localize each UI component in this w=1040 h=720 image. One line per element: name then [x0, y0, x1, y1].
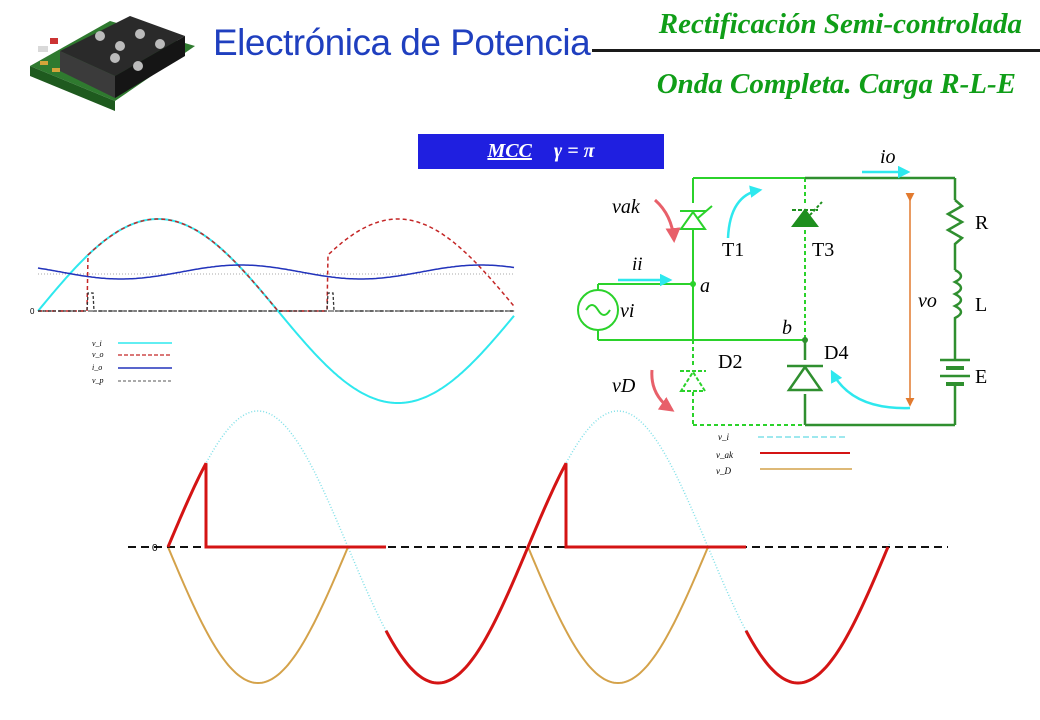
thyristor-t3 [791, 201, 823, 227]
igbt-module-logo [30, 16, 195, 111]
mode-label: MCC [487, 140, 532, 162]
ac-source [577, 289, 619, 331]
vd-label: vD [612, 375, 636, 397]
sine-icon [585, 304, 611, 316]
diode-d4 [786, 364, 824, 392]
title-divider [592, 49, 1040, 52]
mode-formula: γ = π [553, 140, 595, 162]
legend-vi: v_i [92, 339, 102, 348]
inductor-l [952, 268, 963, 348]
node-a-label: a [700, 275, 710, 297]
legend2-vd: v_D [716, 466, 731, 476]
legend-io: i_o [92, 363, 102, 372]
bottom-legend: v_i v_ak v_D [716, 432, 852, 476]
left-branch [597, 177, 806, 426]
d2-label: D2 [718, 351, 742, 373]
bottom-origin-label: 0 [152, 543, 158, 554]
d4-current-arrow [830, 369, 911, 410]
vo-label: vo [918, 290, 937, 312]
diode-d2 [679, 370, 707, 392]
legend-vp: v_p [92, 376, 104, 385]
vak-arrow [653, 198, 681, 243]
battery-e [940, 348, 970, 390]
t3-label: T3 [812, 239, 834, 261]
vd-arrow [650, 369, 675, 412]
legend2-vi: v_i [718, 432, 729, 442]
io-trace [37, 264, 515, 280]
node-b-label: b [782, 317, 792, 339]
top-origin-label: 0 [30, 307, 35, 316]
slide-title-line1: Rectificación Semi-controlada [658, 8, 1022, 40]
legend-vo: v_o [92, 350, 104, 359]
io-label: io [880, 146, 896, 168]
t1-label: T1 [722, 239, 744, 261]
vak-trace [166, 462, 890, 685]
d4-label: D4 [824, 342, 848, 364]
thyristor-t1 [679, 205, 713, 230]
top-legend: v_i v_o i_o v_p [92, 339, 172, 385]
e-label: E [975, 366, 987, 388]
vi-label: vi [620, 300, 634, 322]
vd-trace [167, 546, 709, 685]
legend2-vak: v_ak [716, 450, 734, 460]
vak-label: vak [612, 196, 641, 218]
brand-title: Electrónica de Potencia [213, 22, 591, 63]
mode-box: MCC γ = π [418, 134, 664, 169]
resistor-r [945, 199, 965, 270]
vp-trace [38, 292, 515, 312]
l-label: L [975, 294, 987, 316]
r-label: R [975, 212, 989, 234]
t1-current-arrow [726, 185, 763, 239]
node-a-dot [690, 281, 696, 287]
vo-trace [38, 218, 516, 312]
right-branch [803, 176, 957, 427]
slide-title-line2: Onda Completa. Carga R-L-E [656, 68, 1016, 100]
ii-label: ii [632, 254, 643, 275]
node-b-dot [802, 337, 808, 343]
